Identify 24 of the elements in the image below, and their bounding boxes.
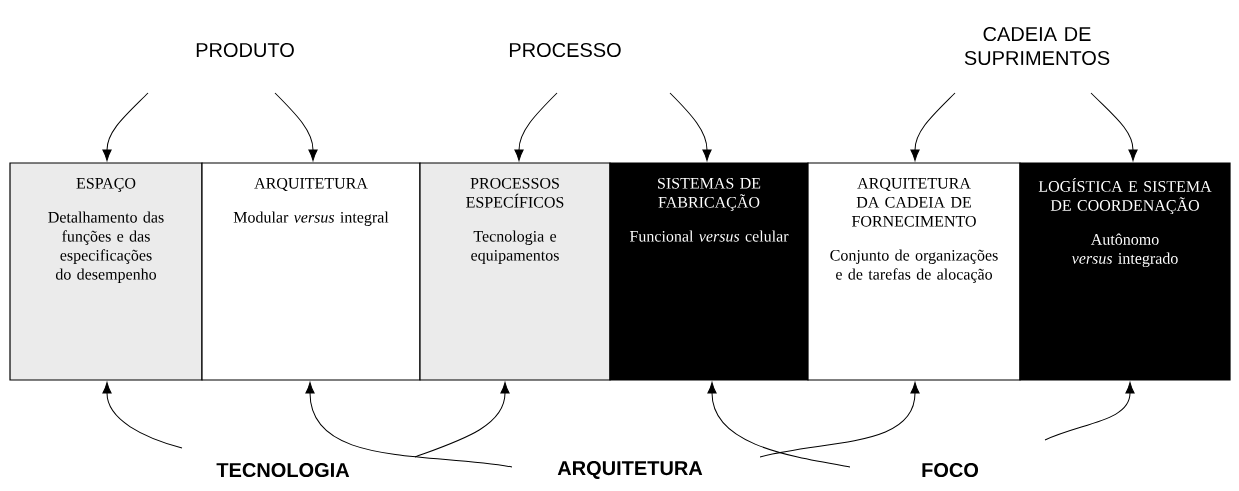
- arrow: [1044, 382, 1135, 441]
- category-label: PROCESSO: [509, 42, 621, 58]
- category-label: TECNOLOGIA: [216, 462, 350, 478]
- arrow: [305, 382, 513, 468]
- concept-box: ARQUITETURA Modular versus integral: [201, 162, 421, 381]
- arrow: [910, 92, 956, 161]
- category-label: CADEIA DE SUPRIMENTOS: [964, 26, 1110, 66]
- arrow: [669, 92, 712, 161]
- arrow: [274, 92, 318, 161]
- arrow: [759, 382, 920, 458]
- category-label: ARQUITETURA: [557, 461, 703, 479]
- arrow: [514, 92, 558, 161]
- arrow: [1090, 92, 1138, 161]
- concept-box: ARQUITETURA DA CADEIA DE FORNECIMENTO Conjunto de organizações e de tarefas de alocação: [807, 162, 1021, 381]
- category-label: PRODUTO: [196, 42, 294, 58]
- concept-box: PROCESSOS ESPECÍFICOS Tecnologia e equipamentos: [419, 162, 611, 381]
- concept-box: SISTEMAS DE FABRICAÇÃO Funcional versus celular: [609, 162, 809, 381]
- arrow: [102, 92, 149, 161]
- concept-box: LOGÍSTICA E SISTEMA DE COORDENAÇÃO Autônomo versus integrado: [1019, 162, 1231, 381]
- arrow: [102, 382, 183, 449]
- arrow: [414, 382, 510, 458]
- category-label: FOCO: [922, 462, 979, 478]
- arrow: [707, 382, 851, 468]
- concept-box: ESPAÇO Detalhamento das funções e das especificações do desempenho: [9, 162, 203, 381]
